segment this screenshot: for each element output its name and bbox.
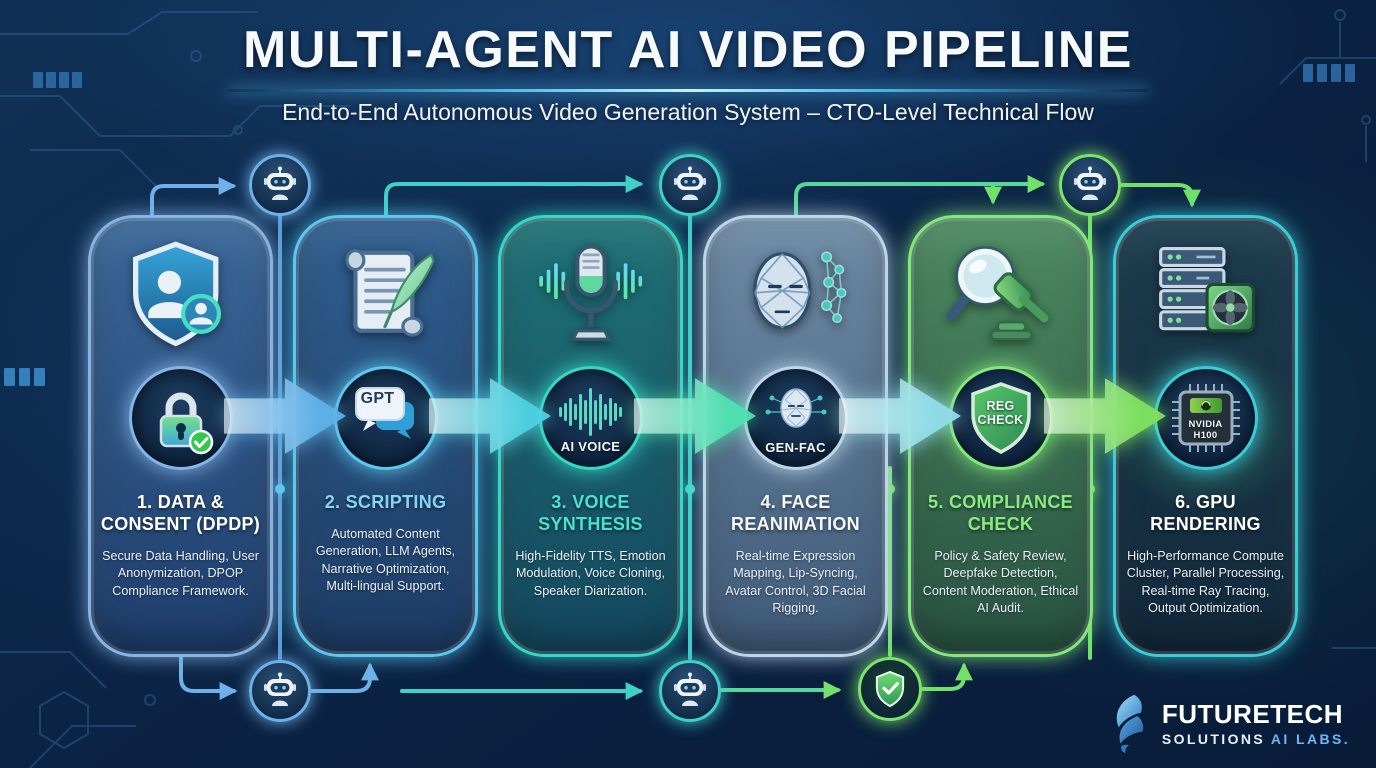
lock-check-badge (128, 366, 233, 470)
gpt-chat-badge: GPT (333, 366, 438, 470)
logo-sub-accent: AI LABS. (1270, 730, 1350, 747)
arrow-right-icon (224, 378, 346, 454)
circuit-pads (4, 64, 1355, 386)
page-title: MULTI-AGENT AI VIDEO PIPELINE (243, 21, 1133, 79)
magnifier-gavel-icon (943, 230, 1059, 362)
shield-check-icon (858, 657, 922, 721)
title-divider (228, 89, 1148, 92)
stage-title: 4. FACE REANIMATION (731, 492, 860, 534)
robot-agent-icon (249, 154, 311, 216)
robot-agent-icon (249, 660, 311, 722)
nvidia-h100-badge: NVIDIA H100 (1153, 366, 1258, 470)
arrow-right-icon (839, 378, 961, 454)
header: MULTI-AGENT AI VIDEO PIPELINE End-to-End… (0, 20, 1376, 126)
badge-label: AI VOICE (560, 439, 621, 454)
stage-card-3: AI VOICE 3. VOICE SYNTHESIS High-Fidelit… (498, 215, 683, 657)
microphone-icon (533, 230, 649, 362)
logo-name: FUTURETECH (1161, 698, 1344, 729)
robot-agent-icon (659, 154, 721, 216)
flow-arrow-4 (839, 372, 961, 460)
bottom-connector-lines (179, 466, 973, 700)
stage-description: Secure Data Handling, User Anonymization… (102, 548, 259, 598)
brand-logo: FUTURETECH SOLUTIONS AI LABS. (1106, 693, 1350, 753)
scroll-quill-icon (328, 230, 444, 362)
badge-label: REG CHECK (977, 399, 1024, 428)
stage-description: Real-time Expression Mapping, Lip-Syncin… (725, 548, 866, 616)
stage-card-4: GEN-FAC 4. FACE REANIMATION Real-time Ex… (703, 215, 888, 657)
flow-arrow-1 (224, 372, 346, 460)
badge-label: GPT (360, 390, 395, 407)
logo-sub-word: SOLUTIONS (1161, 730, 1266, 747)
stage-card-1: 1. DATA & CONSENT (DPDP) Secure Data Han… (88, 215, 273, 657)
ai-voice-badge: AI VOICE (538, 366, 643, 470)
stage-description: Automated Content Generation, LLM Agents… (315, 526, 456, 594)
robot-agent-icon (1059, 154, 1121, 216)
stage-card-5: REG CHECK 5. COMPLIANCE CHECK Policy & S… (908, 215, 1093, 657)
arrow-right-icon (1044, 378, 1166, 454)
server-gpu-icon (1148, 230, 1264, 362)
badge-label: GEN-FAC (765, 440, 826, 455)
face-mesh-icon (738, 230, 854, 362)
reg-check-badge: REG CHECK (948, 366, 1053, 470)
stage-title: 5. COMPLIANCE CHECK (928, 492, 1073, 534)
gen-fac-badge: GEN-FAC (743, 366, 848, 470)
circuit-traces (0, 9, 1376, 768)
flow-arrow-3 (634, 372, 756, 460)
arrow-right-icon (429, 378, 551, 454)
stage-title: 2. SCRIPTING (324, 492, 447, 512)
logo-subtitle: SOLUTIONS AI LABS. (1162, 732, 1350, 746)
stage-card-6: NVIDIA H100 6. GPU RENDERING High-Perfor… (1113, 215, 1298, 657)
shield-users-icon (123, 230, 239, 362)
stage-description: High-Fidelity TTS, Emotion Modulation, V… (515, 548, 666, 598)
stage-title: 6. GPU RENDERING (1150, 492, 1261, 534)
page-subtitle: End-to-End Autonomous Video Generation S… (282, 99, 1094, 125)
badge-label: NVIDIA H100 (1188, 419, 1223, 442)
stage-description: Policy & Safety Review, Deepfake Detecti… (922, 548, 1079, 616)
logo-flame-icon (1116, 694, 1144, 753)
flow-arrow-2 (429, 372, 551, 460)
logo-text: FUTURETECH SOLUTIONS AI LABS. (1162, 701, 1350, 746)
stage-description: High-Performance Compute Cluster, Parall… (1126, 548, 1285, 616)
stage-card-2: GPT 2. SCRIPTING Automated Content Gener… (293, 215, 478, 657)
arrow-right-icon (634, 378, 756, 454)
robot-agent-icon (659, 660, 721, 722)
stage-title: 3. VOICE SYNTHESIS (538, 492, 643, 534)
stage-title: 1. DATA & CONSENT (DPDP) (100, 492, 261, 534)
flow-arrow-5 (1044, 372, 1166, 460)
